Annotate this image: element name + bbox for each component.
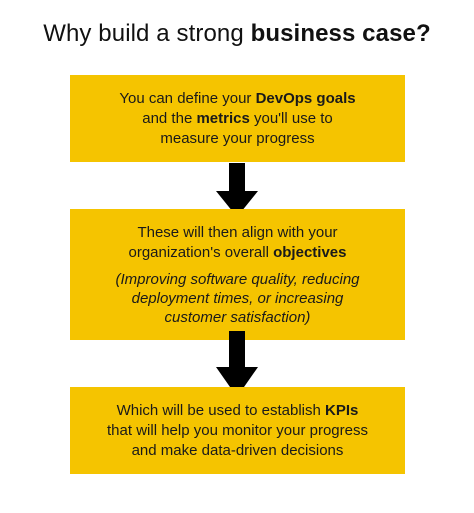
title-bold: business case? xyxy=(250,20,431,47)
box3-line1-prefix: Which will be used to establish xyxy=(116,401,326,419)
box2-line2: organization's overall objectives xyxy=(129,243,347,263)
down-arrow-icon xyxy=(216,331,258,397)
box3-kpis: KPIs xyxy=(325,401,359,419)
box1-metrics: metrics xyxy=(196,109,250,127)
down-arrow-icon xyxy=(216,163,258,217)
step-box-objectives: These will then align with your organiza… xyxy=(70,209,405,340)
box1-line2: and the metrics you'll use to xyxy=(142,109,333,129)
box1-devops-goals: DevOps goals xyxy=(255,89,356,107)
box1-line3: measure your progress xyxy=(160,129,315,147)
box1-line2-prefix: and the xyxy=(142,109,197,127)
box2-italic-line3: customer satisfaction) xyxy=(164,308,311,326)
step-box-kpis: Which will be used to establish KPIs tha… xyxy=(70,387,405,474)
box1-line1-text: You can define your xyxy=(119,89,256,107)
box3-line1: Which will be used to establish KPIs xyxy=(117,401,359,421)
box3-line3: and make data-driven decisions xyxy=(131,441,344,459)
box2-line2-prefix: organization's overall xyxy=(128,243,274,261)
box1-line2-suffix: you'll use to xyxy=(249,109,333,127)
title-prefix: Why build a strong xyxy=(43,20,251,47)
box1-line1: You can define your DevOps goals xyxy=(119,89,355,109)
box2-italic-line1: (Improving software quality, reducing xyxy=(115,270,360,288)
step-box-devops-goals: You can define your DevOps goals and the… xyxy=(70,75,405,162)
box2-objectives: objectives xyxy=(273,243,347,261)
box3-line2: that will help you monitor your progress xyxy=(107,421,368,439)
box2-examples: (Improving software quality, reducing de… xyxy=(116,270,360,327)
page-title: Why build a strong business case? xyxy=(0,18,474,50)
box2-italic-line2: deployment times, or increasing xyxy=(131,289,344,307)
box2-line1: These will then align with your xyxy=(137,223,338,241)
